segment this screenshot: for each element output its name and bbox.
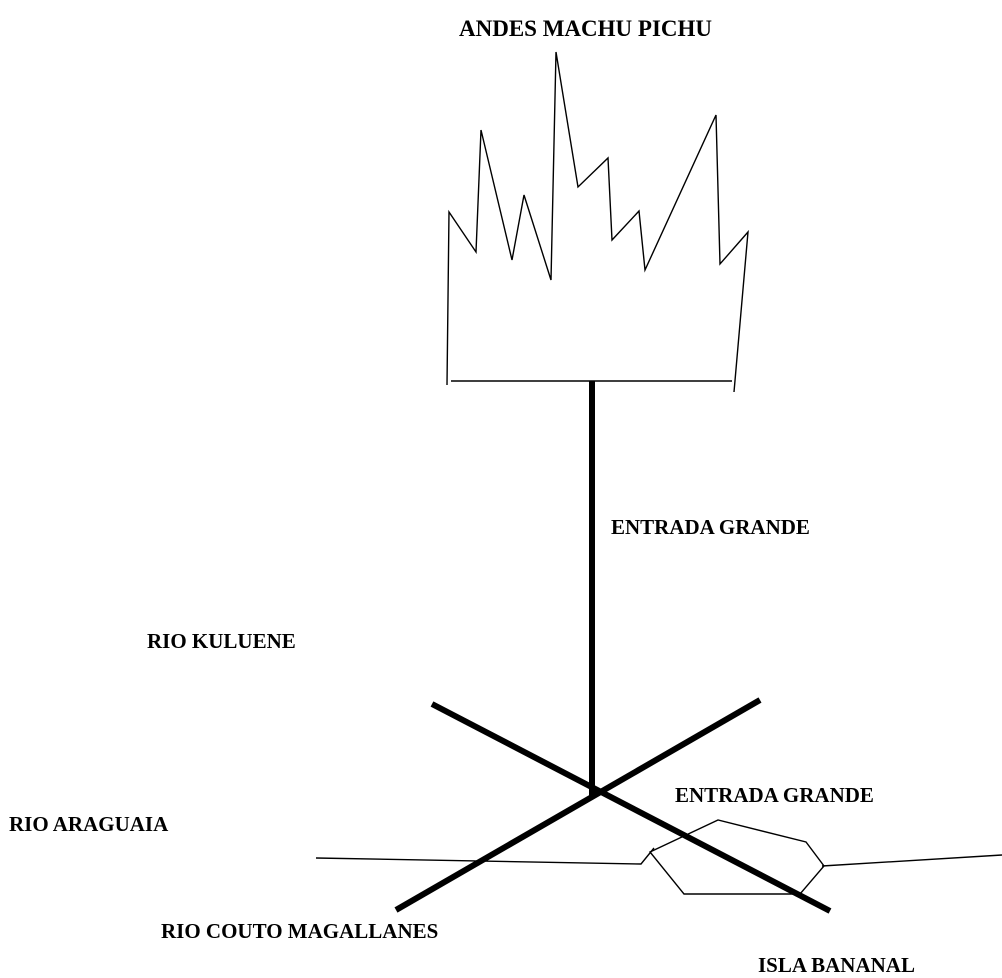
mountain-outline xyxy=(446,51,749,393)
label-entrada-grande-lower: ENTRADA GRANDE xyxy=(675,783,874,807)
label-entrada-grande-upper: ENTRADA GRANDE xyxy=(611,515,810,539)
title-andes-machu-pichu: ANDES MACHU PICHU xyxy=(459,16,712,41)
road-couto-to-northeast xyxy=(394,697,762,913)
road-kuluene-to-bananal xyxy=(430,701,832,914)
rio-araguaia-line xyxy=(315,847,655,865)
label-rio-araguaia: RIO ARAGUAIA xyxy=(9,812,169,836)
isla-bananal-outline xyxy=(648,819,825,895)
rio-araguaia-line-east xyxy=(821,854,1002,867)
label-rio-couto-magallanes: RIO COUTO MAGALLANES xyxy=(161,919,438,943)
label-rio-kuluene: RIO KULUENE xyxy=(147,629,296,653)
label-isla-bananal: ISLA BANANAL xyxy=(758,953,915,977)
